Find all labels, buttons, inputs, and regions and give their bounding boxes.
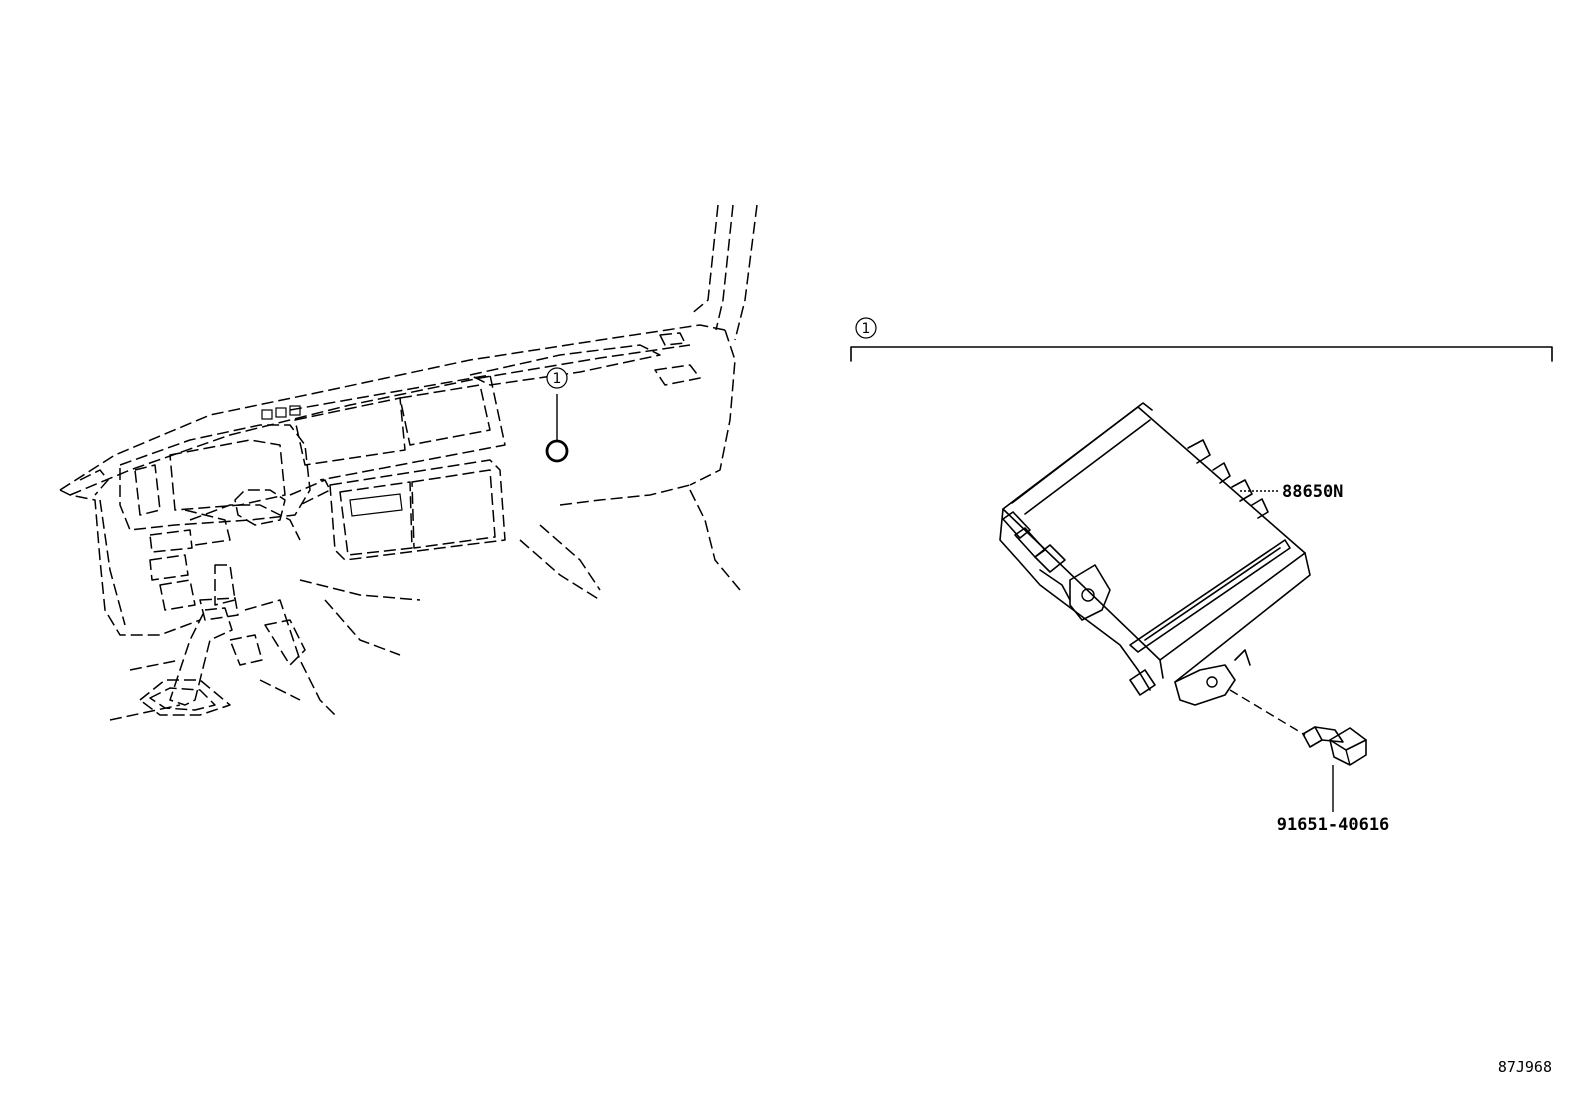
dashboard-illustration: 1 (59, 204, 758, 721)
bolt (1302, 726, 1367, 766)
callout-number: 1 (553, 371, 562, 387)
bracket-callout-number: 1 (862, 321, 871, 337)
ecu-part-number: 88650N (1282, 482, 1343, 502)
assembly-bracket: 1 (850, 317, 1553, 362)
ecu-module (999, 402, 1311, 706)
illustration-code: 87J968 (1498, 1058, 1552, 1076)
bolt-part-number: 91651-40616 (1277, 815, 1390, 835)
bolt-install-line (1229, 689, 1306, 736)
bracket-callout-circle (855, 317, 877, 339)
callout-circle (546, 367, 568, 389)
mount-location-marker (545, 439, 569, 463)
